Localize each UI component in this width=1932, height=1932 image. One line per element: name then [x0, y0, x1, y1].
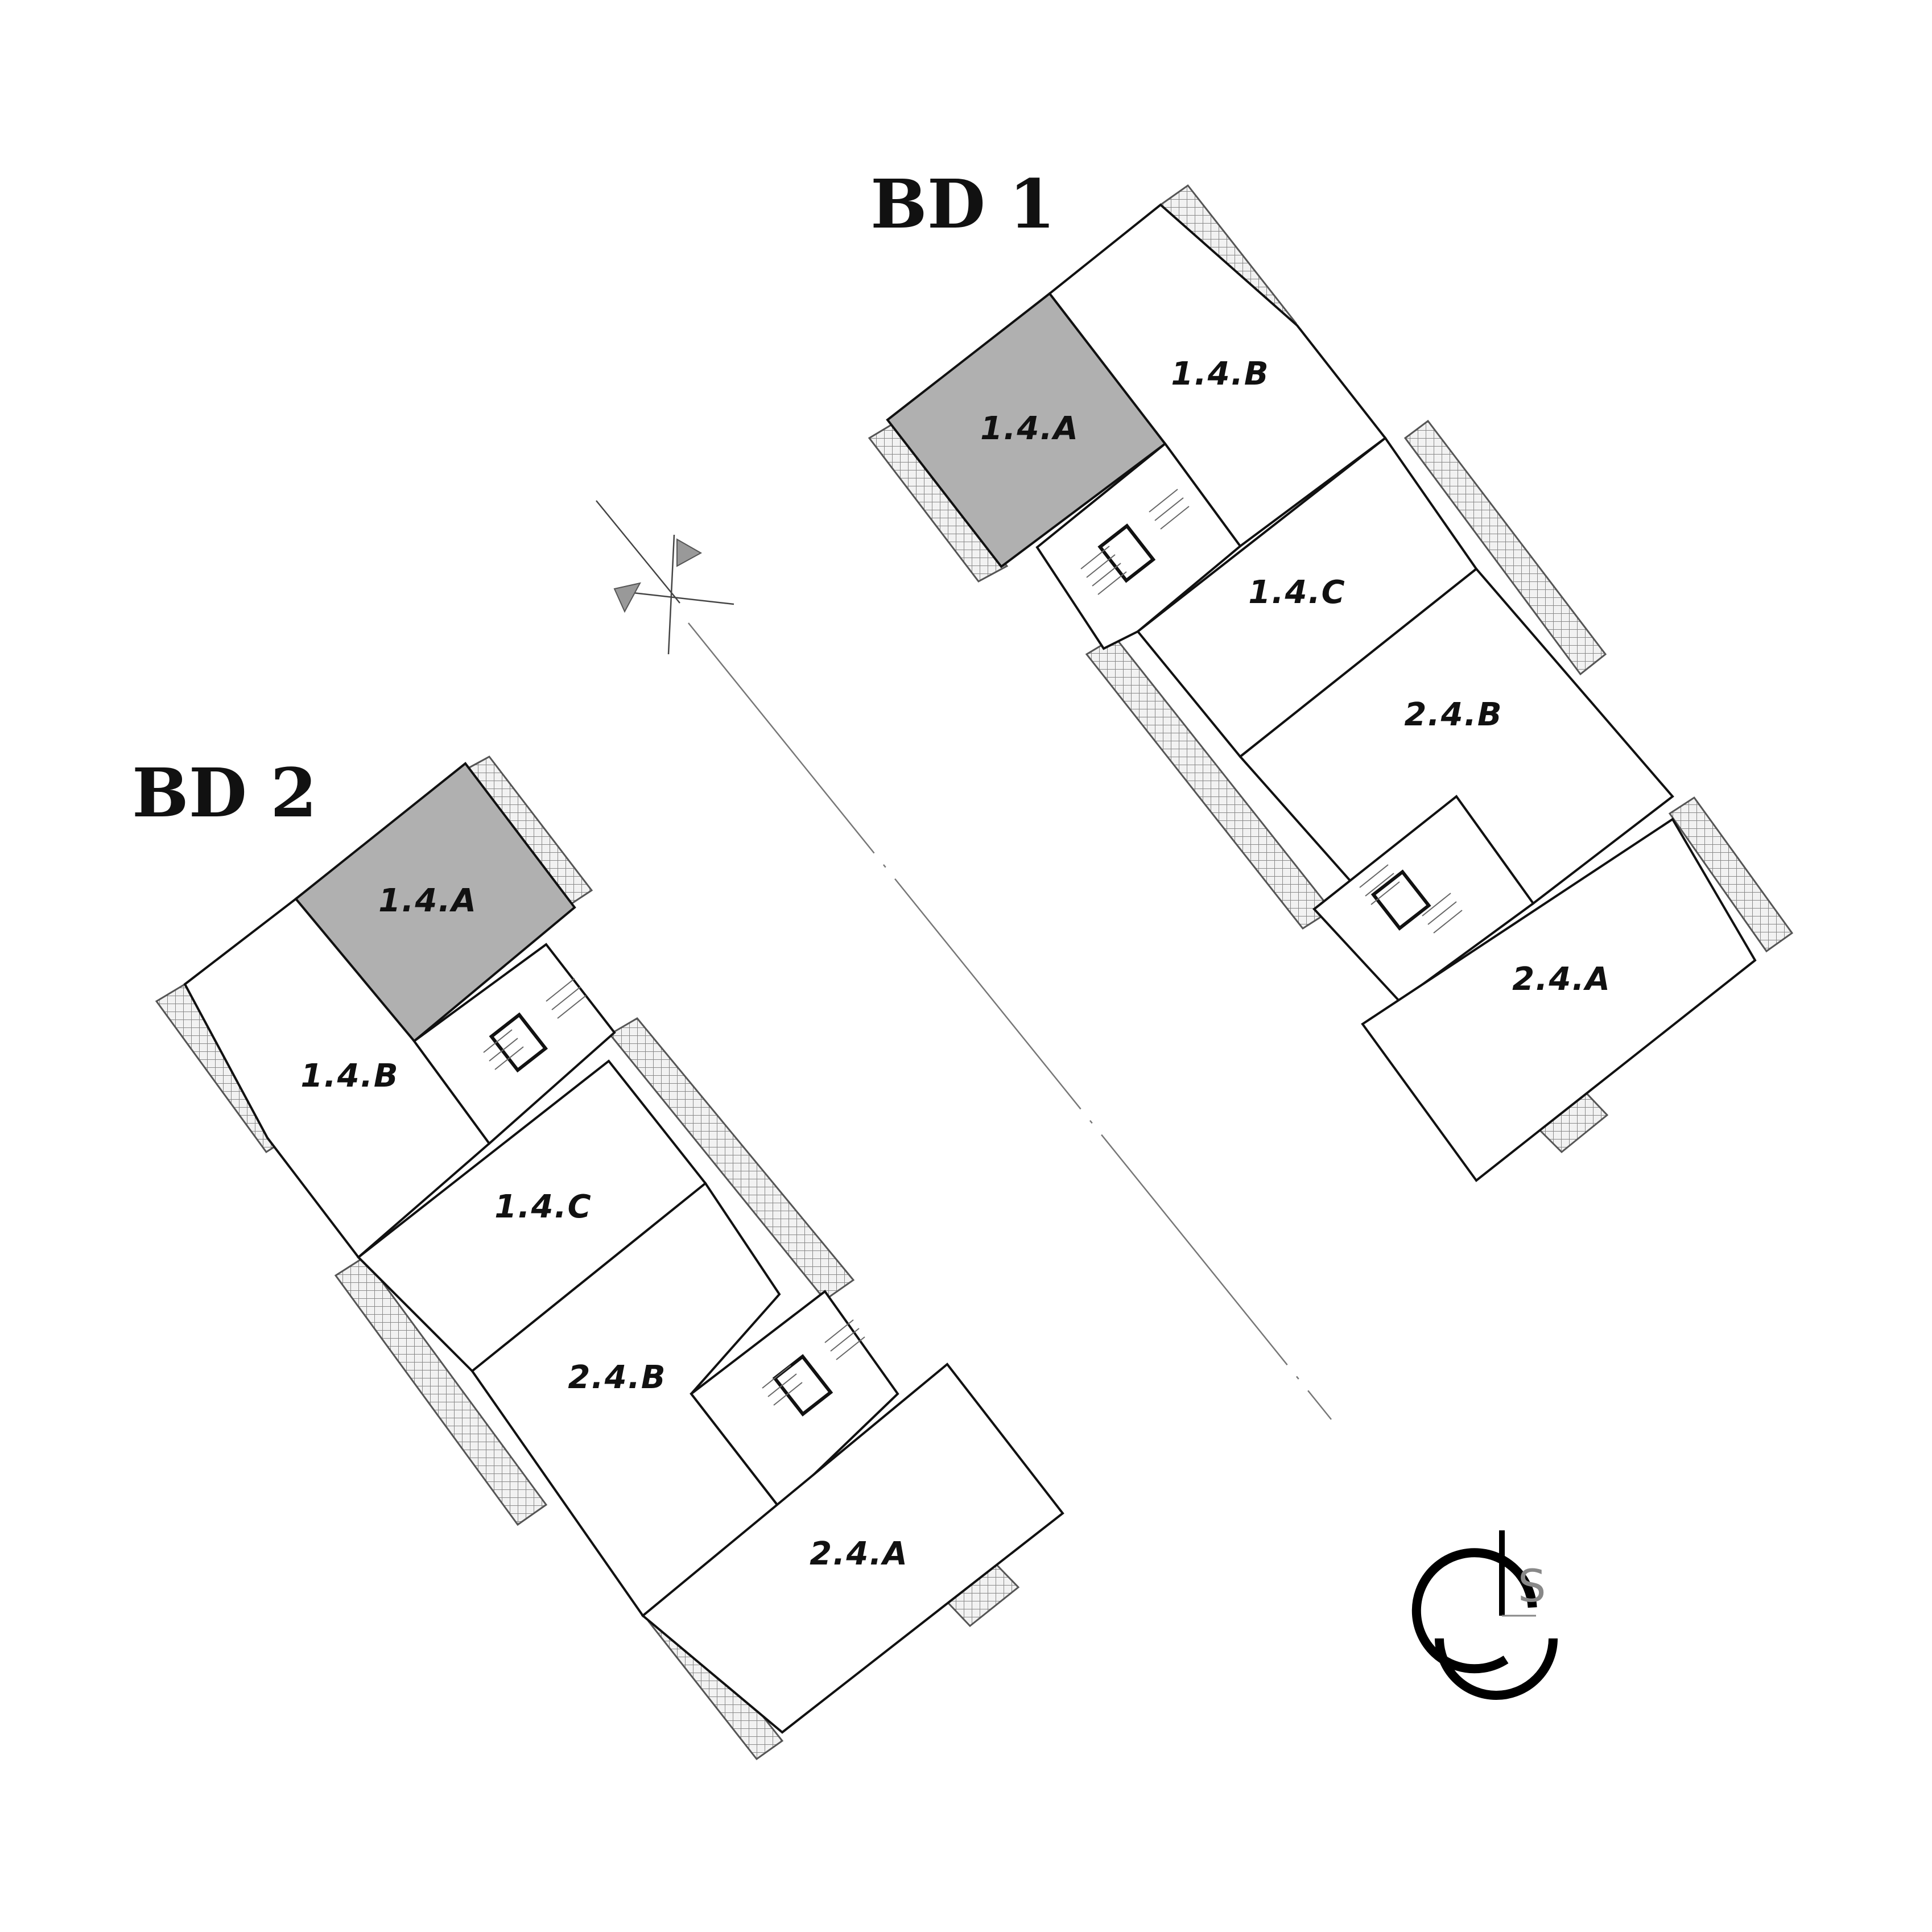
unit-1-4-b-label: 1.4.B — [300, 1058, 399, 1095]
unit-2-4-b-label: 2.4.B — [568, 1359, 666, 1396]
unit-1-4-c-label: 1.4.C — [1248, 574, 1346, 611]
unit-2-4-b-label: 2.4.B — [1404, 696, 1502, 733]
building-2-balconies — [155, 756, 1020, 1761]
unit-2-4-a-room — [641, 1363, 1064, 1734]
unit-2-4-a-room — [1361, 818, 1757, 1182]
ls-logo-icon: S — [1411, 1530, 1558, 1700]
balcony — [334, 1256, 548, 1526]
building-1-rooms — [886, 203, 1757, 1182]
balcony — [1403, 419, 1607, 676]
balcony — [1668, 796, 1794, 953]
building-1-labels: 1.4.A 1.4.B 1.4.C 2.4.B 2.4.A — [980, 356, 1611, 998]
unit-2-4-a-label: 2.4.A — [810, 1535, 909, 1572]
balcony — [608, 1017, 855, 1302]
unit-1-4-a-label: 1.4.A — [378, 882, 477, 919]
balcony — [868, 420, 1009, 583]
building-2-stairs — [483, 978, 865, 1417]
building-1-stairs — [1080, 489, 1463, 934]
north-arrow-icon — [596, 500, 734, 655]
unit-2-4-a-label: 2.4.A — [1512, 961, 1611, 998]
unit-1-4-b-label: 1.4.B — [1171, 356, 1269, 393]
unit-1-4-a-label: 1.4.A — [980, 410, 1079, 447]
dash-dot-axis-line — [688, 622, 1332, 1420]
building-2-title: BD 2 — [132, 753, 317, 832]
logo-letter: S — [1518, 1561, 1546, 1612]
unit-1-4-c-label: 1.4.C — [494, 1188, 592, 1225]
building-2-labels: 1.4.A 1.4.B 1.4.C 2.4.B 2.4.A — [300, 882, 909, 1572]
building-1-title: BD 1 — [870, 164, 1055, 243]
building-2-rooms — [183, 762, 1064, 1734]
